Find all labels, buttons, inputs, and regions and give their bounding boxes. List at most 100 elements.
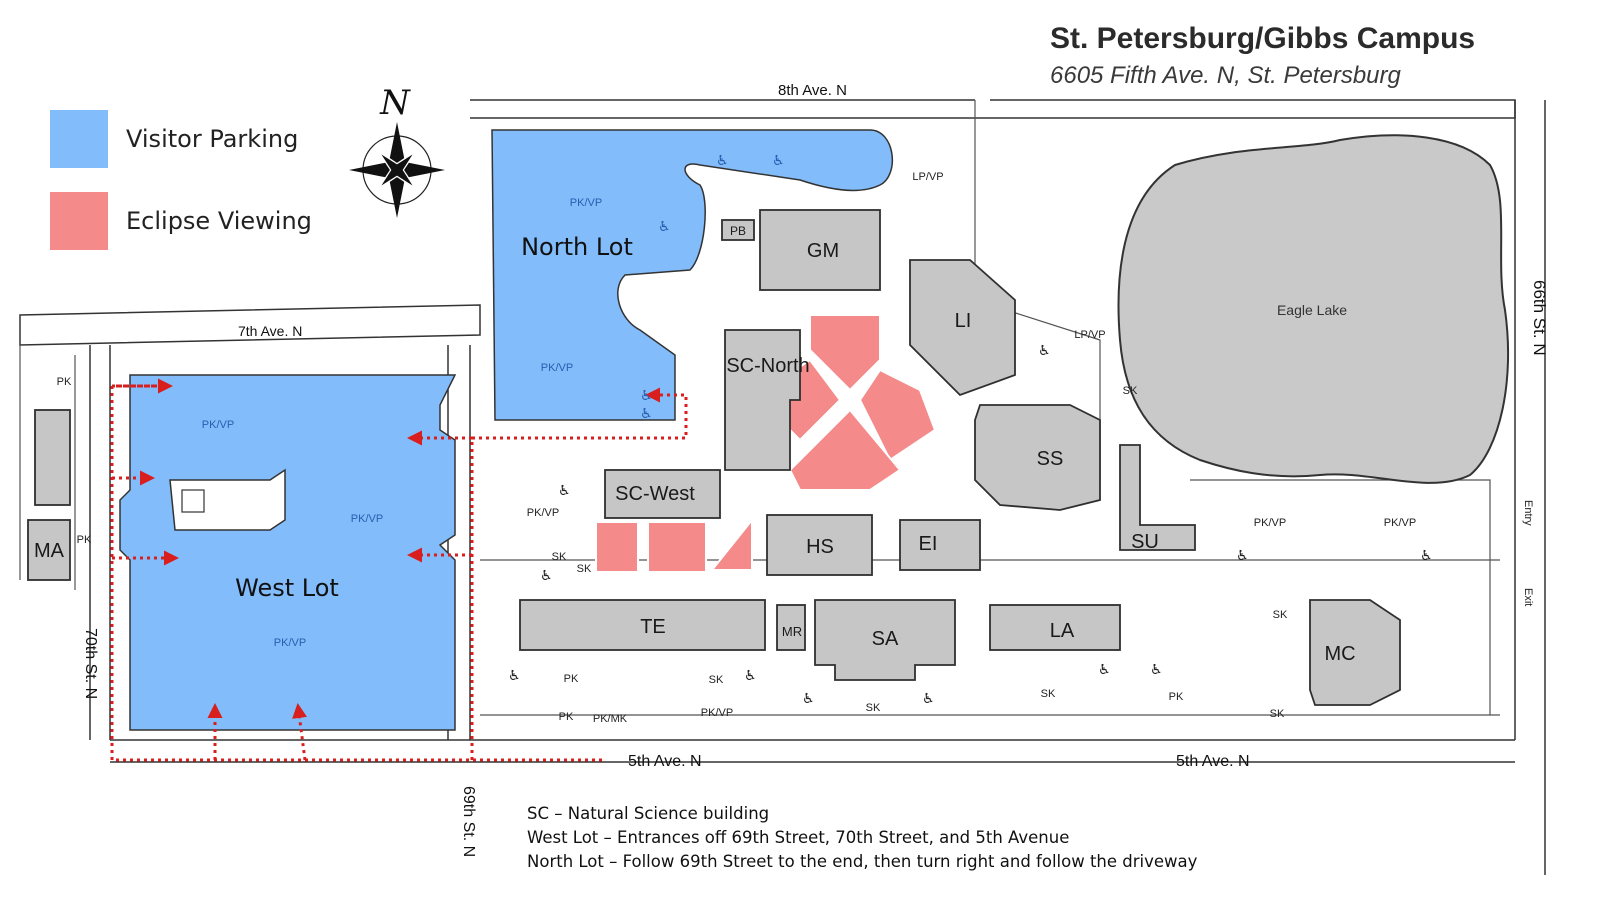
- building-li: [909, 259, 1016, 397]
- wheelchair-icon: ♿: [1038, 343, 1051, 359]
- building-ss: [974, 404, 1101, 511]
- code-pk-vp-bottom: PK/VP: [701, 707, 733, 719]
- roads: [19, 99, 1546, 875]
- label-mr: MR: [782, 624, 802, 639]
- building-hs: [766, 514, 873, 576]
- code-west-bottom: PK/VP: [274, 637, 306, 649]
- label-pb: PB: [730, 224, 746, 238]
- code-pk-left-mid: PK: [77, 534, 92, 546]
- map-title: St. Petersburg/Gibbs Campus: [1050, 22, 1476, 55]
- building-ei: [899, 519, 981, 571]
- wheelchair-icon: ♿: [772, 153, 785, 169]
- legend-item-visitor-parking: Visitor Parking: [50, 110, 312, 168]
- code-west-top: PK/VP: [202, 419, 234, 431]
- label-sc-north: SC-North: [726, 355, 809, 377]
- buildings: [27, 209, 1401, 706]
- eclipse-viewing-areas: [595, 314, 937, 573]
- label-li: LI: [955, 310, 972, 332]
- route-to-west-lot: [110, 378, 688, 762]
- building-mr: [776, 604, 806, 651]
- eclipse-area-sw-2: [647, 521, 707, 573]
- west-lot-island: [169, 468, 286, 531]
- road-5th-ave: [110, 739, 1515, 763]
- code-sk-3: SK: [577, 563, 592, 575]
- legend-swatch-eclipse-viewing: [50, 192, 108, 250]
- wheelchair-icon: ♿: [744, 668, 757, 684]
- west-lot-kiosk: [181, 489, 205, 513]
- eclipse-area-diamond-n: [809, 314, 881, 392]
- eclipse-area-sw-1: [595, 521, 639, 573]
- code-sk-8: SK: [1270, 708, 1285, 720]
- eclipse-area-sw-3: [709, 517, 753, 571]
- code-sk-1: SK: [1123, 385, 1138, 397]
- legend-label-visitor-parking: Visitor Parking: [126, 125, 299, 153]
- west-lot-area: [119, 374, 457, 731]
- code-lp-vp-2: LP/VP: [1074, 329, 1105, 341]
- label-sc-west: SC-West: [615, 483, 695, 505]
- road-left-block: [19, 345, 76, 590]
- note-west-lot: West Lot – Entrances off 69th Street, 70…: [527, 828, 1070, 847]
- label-gm: GM: [807, 240, 839, 262]
- north-lot-area: [491, 129, 894, 421]
- building-sc-north: [724, 329, 801, 471]
- code-north-bottom: PK/VP: [541, 362, 573, 374]
- compass-rose-icon: N: [349, 83, 445, 218]
- accessibility-icons: ♿ ♿ ♿ ♿ ♿ ♿ ♿ ♿ ♿ ♿ ♿ ♿ ♿ ♿ ♿ ♿: [508, 153, 1433, 707]
- wheelchair-icon: ♿: [1150, 662, 1163, 678]
- wheelchair-icon: ♿: [640, 388, 653, 404]
- code-north-top: PK/VP: [570, 197, 602, 209]
- road-east-loop: [1190, 479, 1491, 715]
- legend-swatch-visitor-parking: [50, 110, 108, 168]
- compass-north-letter: N: [379, 83, 411, 123]
- street-66th-st: 66th St. N: [1530, 280, 1549, 356]
- label-ei: EI: [919, 533, 938, 555]
- wheelchair-icon: ♿: [658, 219, 671, 235]
- road-70th-st: [89, 345, 111, 740]
- label-west-lot: West Lot: [235, 574, 339, 602]
- code-east-pkvp-1: PK/VP: [1254, 517, 1286, 529]
- label-entry: Entry: [1522, 500, 1534, 526]
- wheelchair-icon: ♿: [640, 406, 653, 422]
- legend-label-eclipse-viewing: Eclipse Viewing: [126, 207, 312, 235]
- code-west-mid: PK/VP: [351, 513, 383, 525]
- building-ma: [27, 519, 71, 581]
- label-la: LA: [1050, 620, 1075, 642]
- building-te: [519, 599, 766, 651]
- street-69th-st: 69th St. N: [460, 786, 477, 857]
- code-sk-5: SK: [866, 702, 881, 714]
- building-sc-west: [604, 469, 721, 519]
- eclipse-area-diamond-e: [858, 368, 937, 462]
- note-sc-building: SC – Natural Science building: [527, 804, 770, 823]
- label-mc: MC: [1324, 643, 1355, 665]
- wheelchair-icon: ♿: [558, 483, 571, 499]
- code-east-pkvp-2: PK/VP: [1384, 517, 1416, 529]
- wheelchair-icon: ♿: [922, 691, 935, 707]
- building-sa: [814, 599, 956, 681]
- label-ma: MA: [34, 540, 65, 562]
- wheelchair-icon: ♿: [1236, 548, 1249, 564]
- label-hs: HS: [806, 536, 834, 558]
- street-5th-ave-left: 5th Ave. N: [628, 753, 702, 770]
- note-north-lot: North Lot – Follow 69th Street to the en…: [527, 852, 1198, 871]
- building-pb: [721, 219, 755, 241]
- building-left-block: [34, 409, 71, 506]
- wheelchair-icon: ♿: [716, 153, 729, 169]
- code-pk-mk: PK/MK: [593, 713, 628, 725]
- code-sk-6: SK: [1041, 688, 1056, 700]
- building-mc: [1309, 599, 1401, 706]
- building-su: [1119, 444, 1196, 551]
- code-mid-pkvp: PK/VP: [527, 507, 559, 519]
- label-north-lot: North Lot: [521, 233, 633, 261]
- road-8th-ave: [470, 99, 1516, 119]
- street-70th-st: 70th St. N: [82, 628, 99, 699]
- code-lp-vp-1: LP/VP: [912, 171, 943, 183]
- label-te: TE: [640, 616, 666, 638]
- code-pk-bottom-2: PK: [559, 711, 574, 723]
- building-gm: [759, 209, 881, 291]
- street-7th-ave: 7th Ave. N: [238, 323, 302, 339]
- wheelchair-icon: ♿: [1098, 662, 1111, 678]
- road-7th-ave: [19, 304, 481, 346]
- road-66th-st: [1514, 100, 1546, 875]
- label-ss: SS: [1037, 448, 1064, 470]
